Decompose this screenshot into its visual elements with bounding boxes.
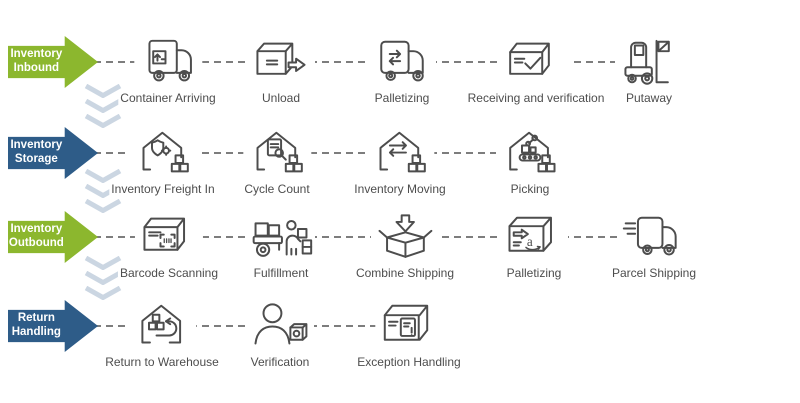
station-inventory-freight-in: Inventory Freight In xyxy=(109,125,217,196)
station-cycle-count: Cycle Count xyxy=(242,125,312,196)
barcode-box-icon xyxy=(134,209,203,265)
station-label: Receiving and verification xyxy=(465,91,607,105)
receiving-verification-box-icon xyxy=(502,34,570,90)
chevron-down-icon xyxy=(84,99,122,113)
cart-person-icon xyxy=(247,209,315,265)
station-container-arriving: Container Arriving xyxy=(118,34,218,105)
stage-label-line1: Inventory xyxy=(10,139,63,152)
station-picking: Picking xyxy=(496,125,564,196)
stage-label: Inventory Storage xyxy=(8,139,65,166)
open-box-arrow-icon xyxy=(371,209,439,265)
stage-label-line2: Inbound xyxy=(13,62,60,74)
stage-return-handling: Return Handling xyxy=(8,300,98,352)
station-combine-shipping: Combine Shipping xyxy=(353,209,457,280)
stage-inventory-inbound: Inventory Inbound xyxy=(8,36,98,88)
storage-connector-line xyxy=(94,152,539,154)
stage-label: Inventory Inbound xyxy=(8,48,65,75)
stage-label-line1: Inventory xyxy=(10,223,63,236)
station-fulfillment: Fulfillment xyxy=(247,209,315,280)
station-label: Putaway xyxy=(623,91,675,105)
station-label: Container Arriving xyxy=(118,91,218,105)
station-palletizing-inbound: Palletizing xyxy=(368,34,436,105)
warehouse-picking-icon xyxy=(496,125,564,181)
station-label: Palletizing xyxy=(372,91,432,105)
station-label: Inventory Freight In xyxy=(109,182,217,196)
chevron-down-icon xyxy=(84,286,122,300)
station-label: Inventory Moving xyxy=(352,182,448,196)
station-parcel-shipping: Parcel Shipping xyxy=(609,209,699,280)
chevron-down-icon xyxy=(84,199,122,213)
branded-box-icon: a xyxy=(500,209,568,265)
stage-label: Return Handling xyxy=(8,312,65,339)
stage-transition-chevrons-1 xyxy=(83,84,123,128)
chevron-down-icon xyxy=(84,256,122,270)
person-box-icon xyxy=(246,298,314,354)
warehouse-shield-icon xyxy=(128,125,197,181)
warehouse-transfer-icon xyxy=(365,125,434,181)
warehouse-audit-icon xyxy=(243,125,311,181)
station-inventory-moving: Inventory Moving xyxy=(352,125,448,196)
station-barcode-scanning: Barcode Scanning xyxy=(117,209,221,280)
station-label: Picking xyxy=(508,182,552,196)
chevron-down-icon xyxy=(84,271,122,285)
unload-box-icon xyxy=(247,34,315,90)
stage-label-line1: Return xyxy=(17,312,55,325)
station-receiving-verification: Receiving and verification xyxy=(465,34,607,105)
stage-label-line2: Handling xyxy=(11,326,61,338)
svg-text:a: a xyxy=(527,233,533,248)
station-verification: Verification xyxy=(246,298,314,369)
container-truck-icon xyxy=(133,34,202,90)
warehouse-return-icon xyxy=(128,298,196,354)
station-label: Cycle Count xyxy=(242,182,312,196)
station-label: Fulfillment xyxy=(251,266,311,280)
station-label: Barcode Scanning xyxy=(117,266,221,280)
station-label: Combine Shipping xyxy=(353,266,457,280)
station-label: Parcel Shipping xyxy=(609,266,699,280)
stage-label-line1: Inventory xyxy=(10,48,63,61)
forklift-icon xyxy=(615,34,683,90)
delivery-truck-icon xyxy=(620,209,688,265)
chevron-down-icon xyxy=(84,84,122,98)
exception-box-icon xyxy=(375,298,443,354)
station-exception-handling: Exception Handling xyxy=(355,298,463,369)
stage-inventory-storage: Inventory Storage xyxy=(8,127,98,179)
stage-label-line2: Outbound xyxy=(8,237,64,249)
station-palletizing-outbound: a Palletizing xyxy=(500,209,568,280)
stage-label: Inventory Outbound xyxy=(8,223,65,250)
station-label: Return to Warehouse xyxy=(103,355,221,369)
stage-label-line2: Storage xyxy=(14,153,58,165)
station-putaway: Putaway xyxy=(615,34,683,105)
station-label: Verification xyxy=(248,355,312,369)
stage-transition-chevrons-3 xyxy=(83,256,123,300)
station-label: Exception Handling xyxy=(355,355,463,369)
station-unload: Unload xyxy=(247,34,315,105)
chevron-down-icon xyxy=(84,114,122,128)
station-label: Palletizing xyxy=(504,266,564,280)
station-label: Unload xyxy=(259,91,303,105)
chevron-down-icon xyxy=(84,169,122,183)
palletizing-truck-icon xyxy=(368,34,436,90)
stage-inventory-outbound: Inventory Outbound xyxy=(8,211,98,263)
station-return-to-warehouse: Return to Warehouse xyxy=(103,298,221,369)
